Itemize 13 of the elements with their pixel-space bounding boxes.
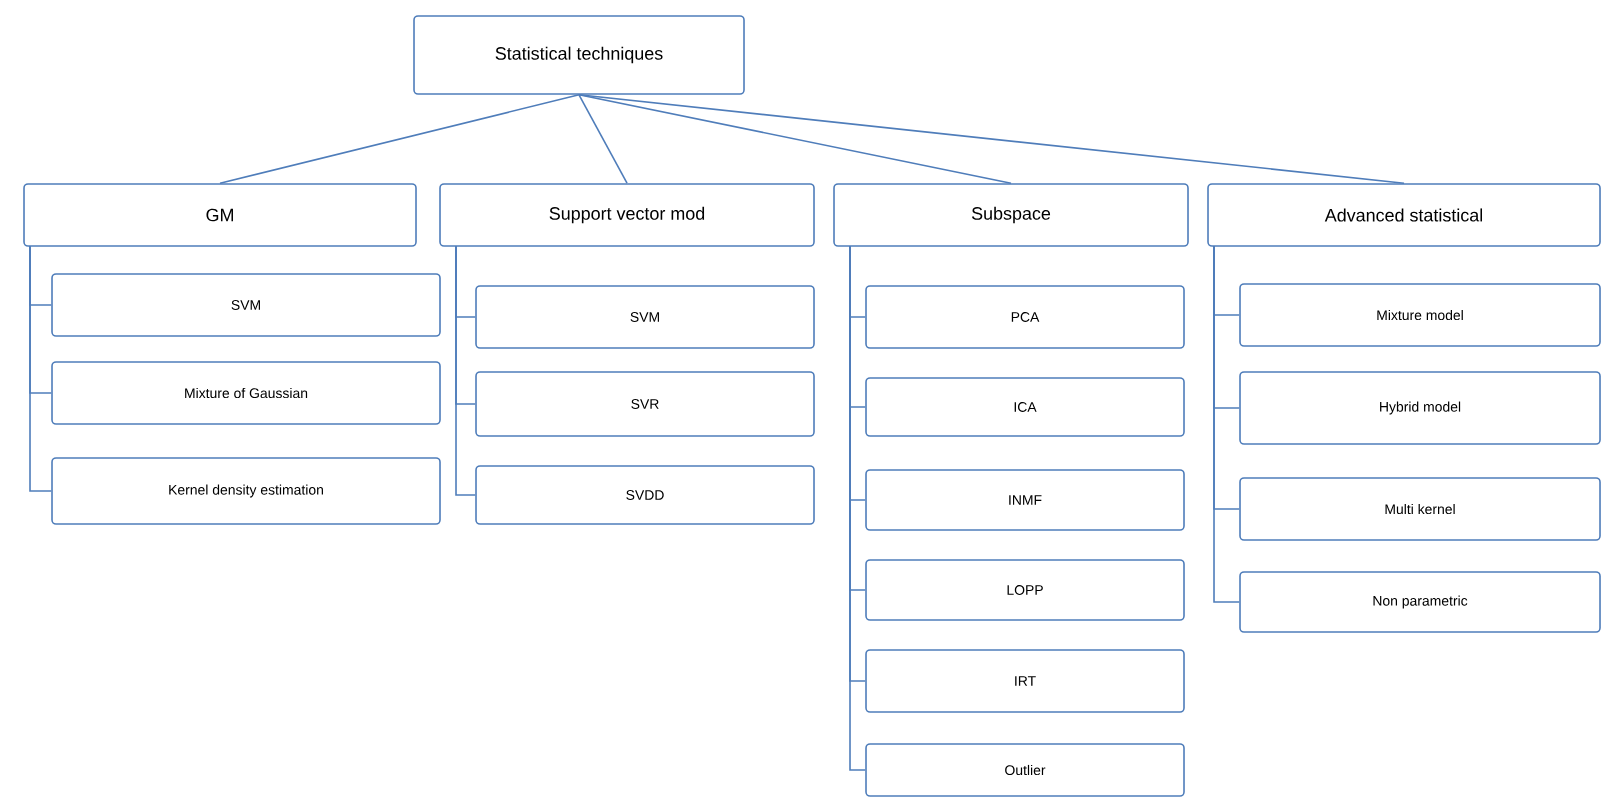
category-box: Support vector mod [439, 183, 815, 247]
connector-line [1213, 245, 1240, 603]
connector-line [849, 245, 866, 771]
root-box: Statistical techniques [413, 15, 745, 95]
category-box: GM [23, 183, 417, 247]
connector-line [455, 245, 476, 496]
connector-line [578, 94, 1012, 184]
connector-line [219, 94, 580, 184]
connector-line [578, 94, 1405, 184]
category-box: Advanced statistical [1207, 183, 1601, 247]
connector-line [29, 245, 52, 492]
category-box: Subspace [833, 183, 1189, 247]
connector-line [578, 94, 628, 184]
